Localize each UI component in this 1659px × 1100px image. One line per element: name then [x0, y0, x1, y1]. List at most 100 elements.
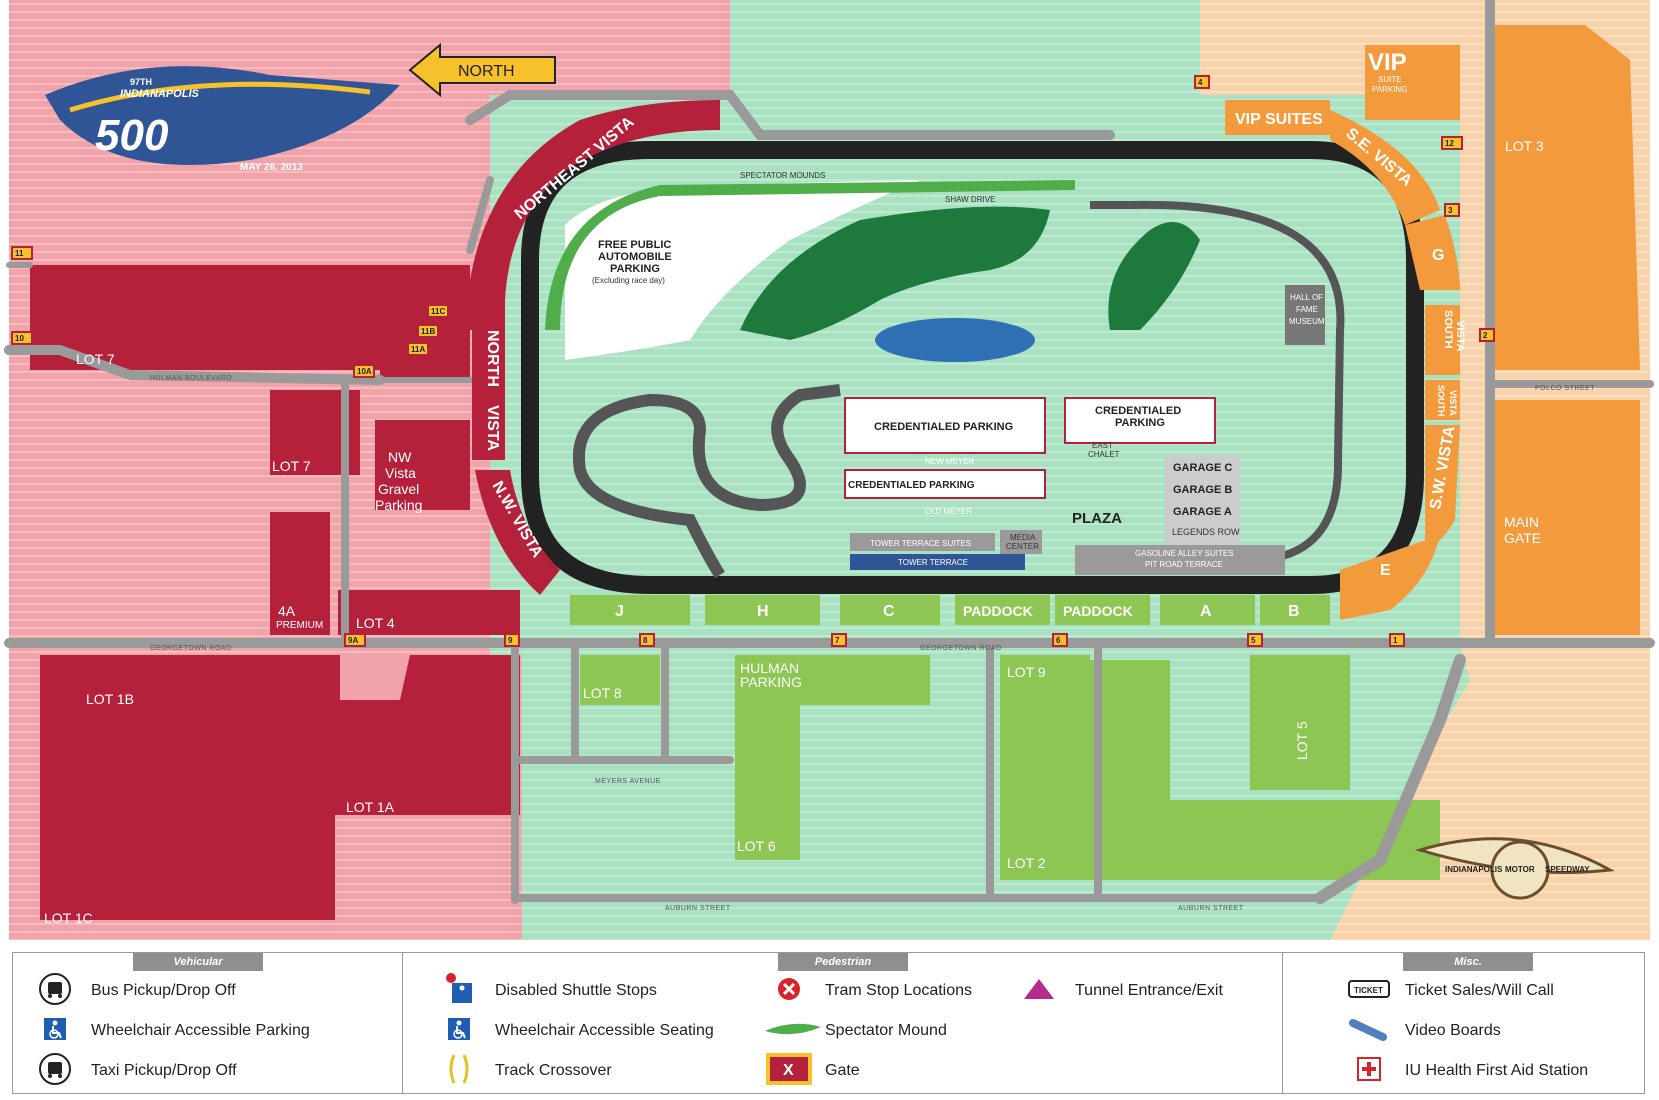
legend-item-label: Tunnel Entrance/Exit — [1075, 982, 1223, 999]
road-network — [4, 0, 1655, 904]
lot-7-top-label: LOT 7 — [76, 351, 115, 367]
legend-item: Bus Pickup/Drop Off — [29, 971, 402, 1011]
south-vista-label-1: SOUTH — [1442, 310, 1454, 349]
stand-h — [705, 595, 820, 625]
legend-item: Video Boards — [1343, 1011, 1644, 1051]
tower-terrace-suites-label: TOWER TERRACE SUITES — [870, 539, 971, 548]
lot-7-bottom-area — [270, 390, 360, 475]
svg-text:TICKET: TICKET — [1354, 986, 1383, 995]
first-aid-icon — [1343, 1054, 1395, 1089]
lot-4-label: LOT 4 — [356, 615, 395, 631]
media-center-label-1: MEDIA — [1010, 533, 1036, 542]
ticket-icon: TICKET — [1343, 979, 1395, 1004]
main-gate-label-2: GATE — [1504, 530, 1541, 546]
taxi-icon — [29, 1052, 81, 1091]
pit-terrace-label: PIT ROAD TERRACE — [1145, 560, 1223, 569]
legends-row-label: LEGENDS ROW — [1172, 527, 1240, 537]
e-stand-label: E — [1380, 562, 1391, 579]
spectator-mounds-label: SPECTATOR MOUNDS — [740, 171, 825, 180]
meyers-avenue-label: MEYERS AVENUE — [595, 778, 661, 785]
gate-marker-9 — [504, 633, 520, 647]
gate-label-11c: 11C — [431, 307, 445, 316]
garage-block — [1165, 455, 1240, 545]
gate-label-10a: 10A — [357, 367, 372, 376]
tunnel-icon — [1013, 977, 1065, 1006]
georgetown-road-label-2: GEORGETOWN ROAD — [920, 645, 1002, 652]
legend-item-label: Spectator Mound — [825, 1022, 947, 1039]
lot-4-area — [338, 590, 520, 635]
gate-marker-2 — [1479, 328, 1495, 342]
north-vista-label-1: NORTH — [484, 330, 501, 387]
stand-j — [570, 595, 690, 625]
stand-paddock-2 — [1055, 595, 1150, 625]
free-parking-label-1: FREE PUBLIC — [598, 239, 671, 251]
vip-label-3: PARKING — [1372, 85, 1407, 94]
lot-3-label: LOT 3 — [1505, 138, 1544, 154]
gate-marker-11c — [427, 304, 449, 318]
lot-1b-label: LOT 1B — [86, 691, 134, 707]
gate-label-9: 9 — [508, 636, 513, 645]
free-parking-label-2: AUTOMOBILE — [598, 251, 672, 263]
gate-label-10: 10 — [15, 334, 24, 343]
svg-text:MOTOR: MOTOR — [1505, 865, 1535, 874]
svg-text:INDIANAPOLIS: INDIANAPOLIS — [1445, 865, 1503, 874]
gate-label-5: 5 — [1251, 636, 1256, 645]
lot-7-bottom-label: LOT 7 — [272, 458, 311, 474]
gate-marker-3 — [1444, 203, 1460, 217]
g-stand-label: G — [1432, 247, 1444, 264]
credentialed-parking-1 — [844, 397, 1046, 454]
legend-item: Spectator Mound — [763, 1011, 1013, 1051]
nw-gravel-area — [375, 420, 470, 510]
wheelchair-icon — [29, 1014, 81, 1049]
garage-b-label: GARAGE B — [1173, 484, 1232, 496]
credentialed-parking-3 — [844, 469, 1046, 499]
legend-item: Track Crossover — [433, 1051, 763, 1091]
legend-item-label: IU Health First Aid Station — [1405, 1062, 1589, 1079]
legend-item-label: Disabled Shuttle Stops — [495, 982, 657, 999]
gate-marker-12 — [1441, 136, 1463, 150]
lot-8-label: LOT 8 — [583, 685, 622, 701]
legend-item: Tram Stop Locations — [763, 971, 1013, 1011]
garage-c-label: GARAGE C — [1173, 462, 1232, 474]
infield-zone-mid — [490, 95, 1460, 655]
stand-c-label: C — [883, 603, 895, 620]
hulman-parking-label-1: HULMAN — [740, 660, 799, 676]
nw-gravel-label-4: Parking — [375, 497, 422, 513]
g-stand — [1405, 215, 1460, 290]
tower-terrace — [850, 554, 1025, 570]
gate-label-2: 2 — [1483, 331, 1488, 340]
credentialed-parking-label-2a: CREDENTIALED — [1095, 405, 1181, 417]
legend-item-label: Gate — [825, 1062, 860, 1079]
legend-item-label: Tram Stop Locations — [825, 982, 973, 999]
nw-gravel-label-2: Vista — [385, 465, 416, 481]
lot-7-top-area — [30, 265, 470, 380]
legend-item: Taxi Pickup/Drop Off — [29, 1051, 402, 1091]
credentialed-parking-label-2b: PARKING — [1115, 417, 1165, 429]
legend-misc-heading: Misc. — [1403, 953, 1533, 971]
gate-marker-4 — [1194, 75, 1210, 89]
stand-b-label: B — [1288, 603, 1300, 620]
tower-terrace-label: TOWER TERRACE — [898, 558, 968, 567]
nw-vista-stand — [475, 470, 560, 595]
vip-suites-label: VIP SUITES — [1235, 111, 1323, 128]
old-meyer-label: OLD MEYER — [925, 507, 972, 516]
hall-of-fame-label-3: MUSEUM — [1289, 317, 1325, 326]
tower-terrace-suites — [850, 533, 995, 551]
gate-label-11: 11 — [15, 249, 24, 258]
legend-item: Wheelchair Accessible Parking — [29, 1011, 402, 1051]
e-stand — [1340, 535, 1440, 620]
vip-label-2: SUITE — [1378, 75, 1402, 84]
gate-label-7: 7 — [835, 636, 840, 645]
garage-a-label: GARAGE A — [1173, 506, 1232, 518]
svg-text:SPEEDWAY: SPEEDWAY — [1545, 865, 1590, 874]
stand-a — [1160, 595, 1255, 625]
